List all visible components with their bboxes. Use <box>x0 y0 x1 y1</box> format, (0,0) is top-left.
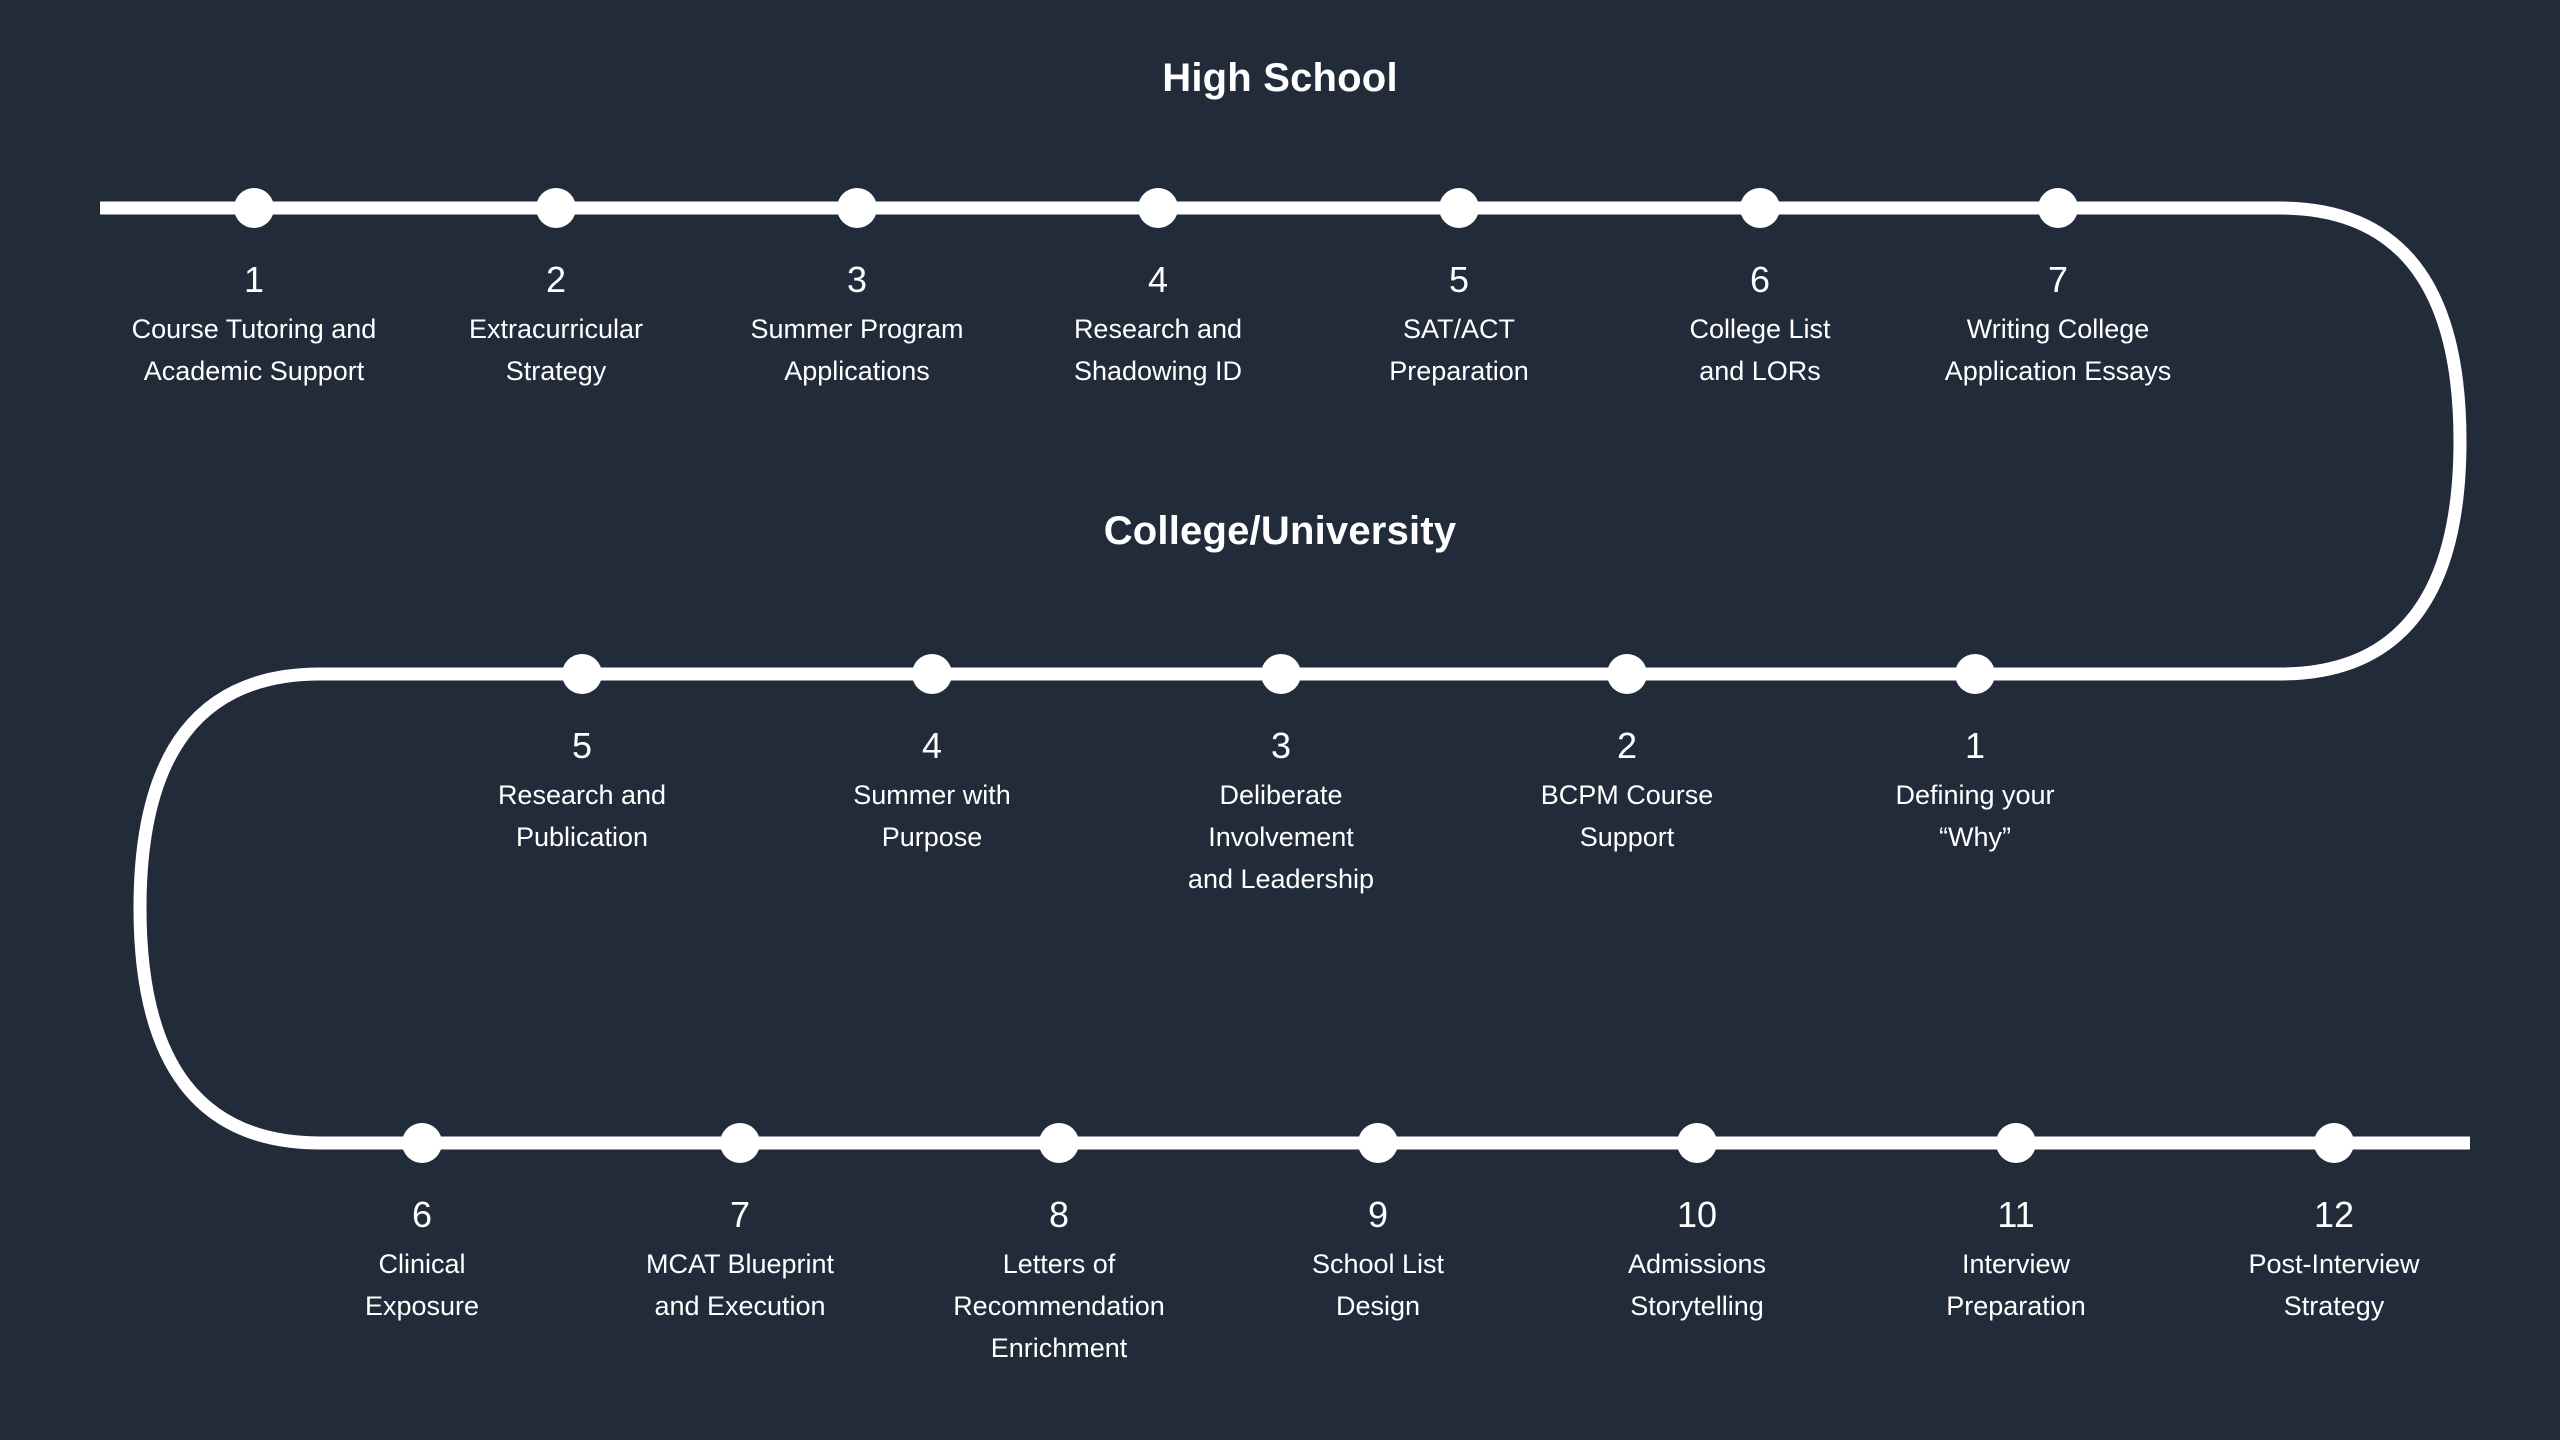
timeline-node-number: 2 <box>1616 725 1638 766</box>
timeline-node-text: Writing College Application Essays <box>1944 314 2172 386</box>
timeline-node-number: 4 <box>921 725 943 766</box>
timeline-node-number: 3 <box>1270 725 1292 766</box>
timeline-node-dot[interactable] <box>536 188 576 228</box>
timeline-node-number: 5 <box>1448 259 1470 300</box>
timeline-node-dot[interactable] <box>837 188 877 228</box>
timeline-node-dot[interactable] <box>1138 188 1178 228</box>
timeline-node-number: 9 <box>1367 1194 1389 1235</box>
timeline-node-number: 10 <box>1676 1194 1718 1235</box>
timeline-node-number: 6 <box>1749 259 1771 300</box>
timeline-node-dot[interactable] <box>402 1123 442 1163</box>
timeline-node-text: MCAT Blueprint and Execution <box>645 1249 835 1321</box>
timeline-node-dot[interactable] <box>1607 654 1647 694</box>
timeline-node-text: College List and LORs <box>1689 314 1831 386</box>
timeline-node-number: 8 <box>1048 1194 1070 1235</box>
timeline-node-text: Research and Shadowing ID <box>1073 314 1243 386</box>
timeline-node-text: Course Tutoring and Academic Support <box>131 314 377 386</box>
timeline-node-dot[interactable] <box>1996 1123 2036 1163</box>
timeline-node-dot[interactable] <box>2314 1123 2354 1163</box>
timeline-node-dot[interactable] <box>1261 654 1301 694</box>
timeline-node-number: 12 <box>2313 1194 2355 1235</box>
timeline-node-text: Summer with Purpose <box>853 780 1011 852</box>
timeline-node-text: Research and Publication <box>497 780 667 852</box>
timeline-node-number: 3 <box>846 259 868 300</box>
timeline-node-text: Letters of Recommendation Enrichment <box>953 1249 1165 1363</box>
timeline-node-dot[interactable] <box>562 654 602 694</box>
timeline-node-text: Summer Program Applications <box>750 314 964 386</box>
timeline-node-dot[interactable] <box>720 1123 760 1163</box>
timeline-node-text: Admissions Storytelling <box>1627 1249 1767 1321</box>
timeline-node-number: 6 <box>411 1194 433 1235</box>
timeline-node-number: 1 <box>243 259 265 300</box>
timeline-node-dot[interactable] <box>234 188 274 228</box>
timeline-node-dot[interactable] <box>1358 1123 1398 1163</box>
timeline-node-dot[interactable] <box>1740 188 1780 228</box>
timeline-node-text: Interview Preparation <box>1946 1249 2086 1321</box>
timeline-node-dot[interactable] <box>912 654 952 694</box>
timeline-node-text: School List Design <box>1311 1249 1445 1321</box>
timeline-node-dot[interactable] <box>1955 654 1995 694</box>
timeline-node-number: 2 <box>545 259 567 300</box>
timeline-node-text: BCPM Course Support <box>1540 780 1714 852</box>
section-title-college-university: College/University <box>1103 509 1457 553</box>
timeline-node-text: Deliberate Involvement and Leadership <box>1187 780 1375 894</box>
timeline-node-dot[interactable] <box>1439 188 1479 228</box>
timeline-node-number: 5 <box>571 725 593 766</box>
timeline-node-dot[interactable] <box>2038 188 2078 228</box>
timeline-node-text: Extracurricular Strategy <box>468 314 644 386</box>
timeline-node-number: 11 <box>1997 1194 2035 1235</box>
section-title-high-school: High School <box>1162 56 1398 100</box>
timeline-node-text: Defining your “Why” <box>1895 780 2055 852</box>
timeline-node-text: Post-Interview Strategy <box>2248 1249 2420 1321</box>
timeline-node-dot[interactable] <box>1039 1123 1079 1163</box>
timeline-node-number: 1 <box>1964 725 1986 766</box>
timeline-node-number: 7 <box>2047 259 2069 300</box>
timeline-node-number: 7 <box>729 1194 751 1235</box>
timeline-node-text: Clinical Exposure <box>364 1249 480 1321</box>
timeline-node-dot[interactable] <box>1677 1123 1717 1163</box>
timeline-node-number: 4 <box>1147 259 1169 300</box>
timeline-node-text: SAT/ACT Preparation <box>1389 314 1529 386</box>
